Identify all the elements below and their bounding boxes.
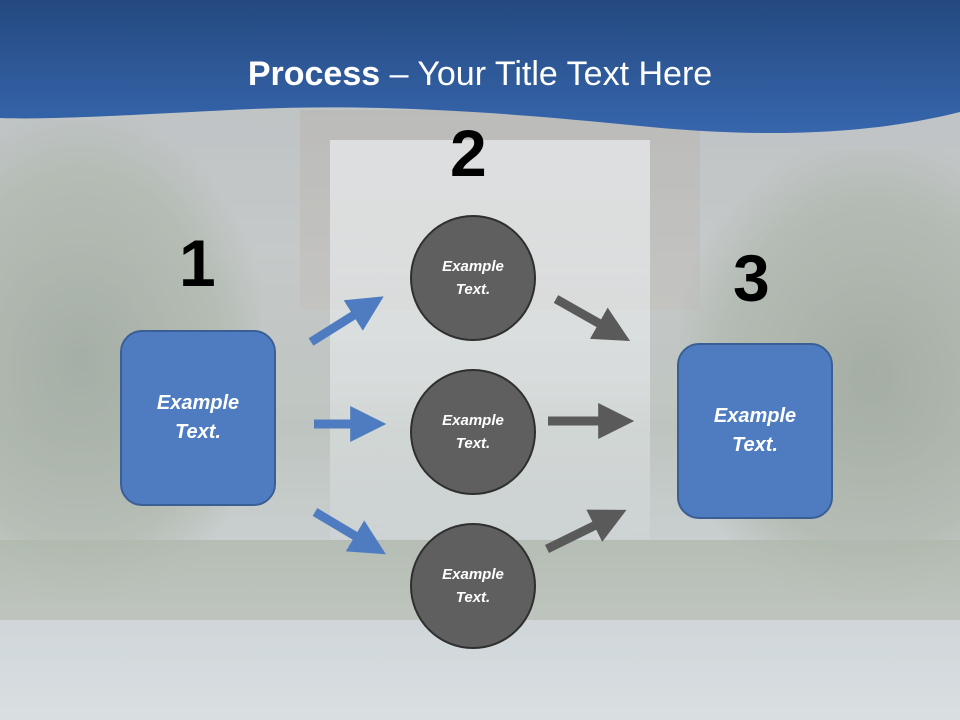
slide-title: Process – Your Title Text Here [0, 52, 960, 96]
step-2-circle-bottom: Example Text. [410, 523, 536, 649]
title-rest: – Your Title Text Here [380, 55, 713, 93]
step-2-label-bottom: Example Text. [442, 566, 504, 606]
arrow-2-to-3-bottom [545, 509, 627, 554]
step-number-3: 3 [733, 241, 770, 315]
step-1-label: Example Text. [156, 392, 240, 443]
title-bold: Process [247, 55, 381, 93]
arrow-2-to-3-top [553, 295, 631, 341]
step-2-label-middle: Example Text. [442, 412, 504, 452]
step-2-circle-middle: Example Text. [410, 369, 536, 495]
arrow-1-to-2-top [308, 296, 384, 346]
step-2-label-top: Example Text. [442, 258, 504, 298]
step-1-box: Example Text. [120, 330, 276, 506]
step-number-1: 1 [179, 226, 216, 300]
arrow-1-to-2-bottom [312, 508, 386, 555]
header-band [0, 0, 960, 134]
step-2-circle-top: Example Text. [410, 215, 536, 341]
step-3-box: Example Text. [677, 343, 833, 519]
step-3-label: Example Text. [713, 405, 797, 456]
step-number-2: 2 [450, 116, 487, 190]
